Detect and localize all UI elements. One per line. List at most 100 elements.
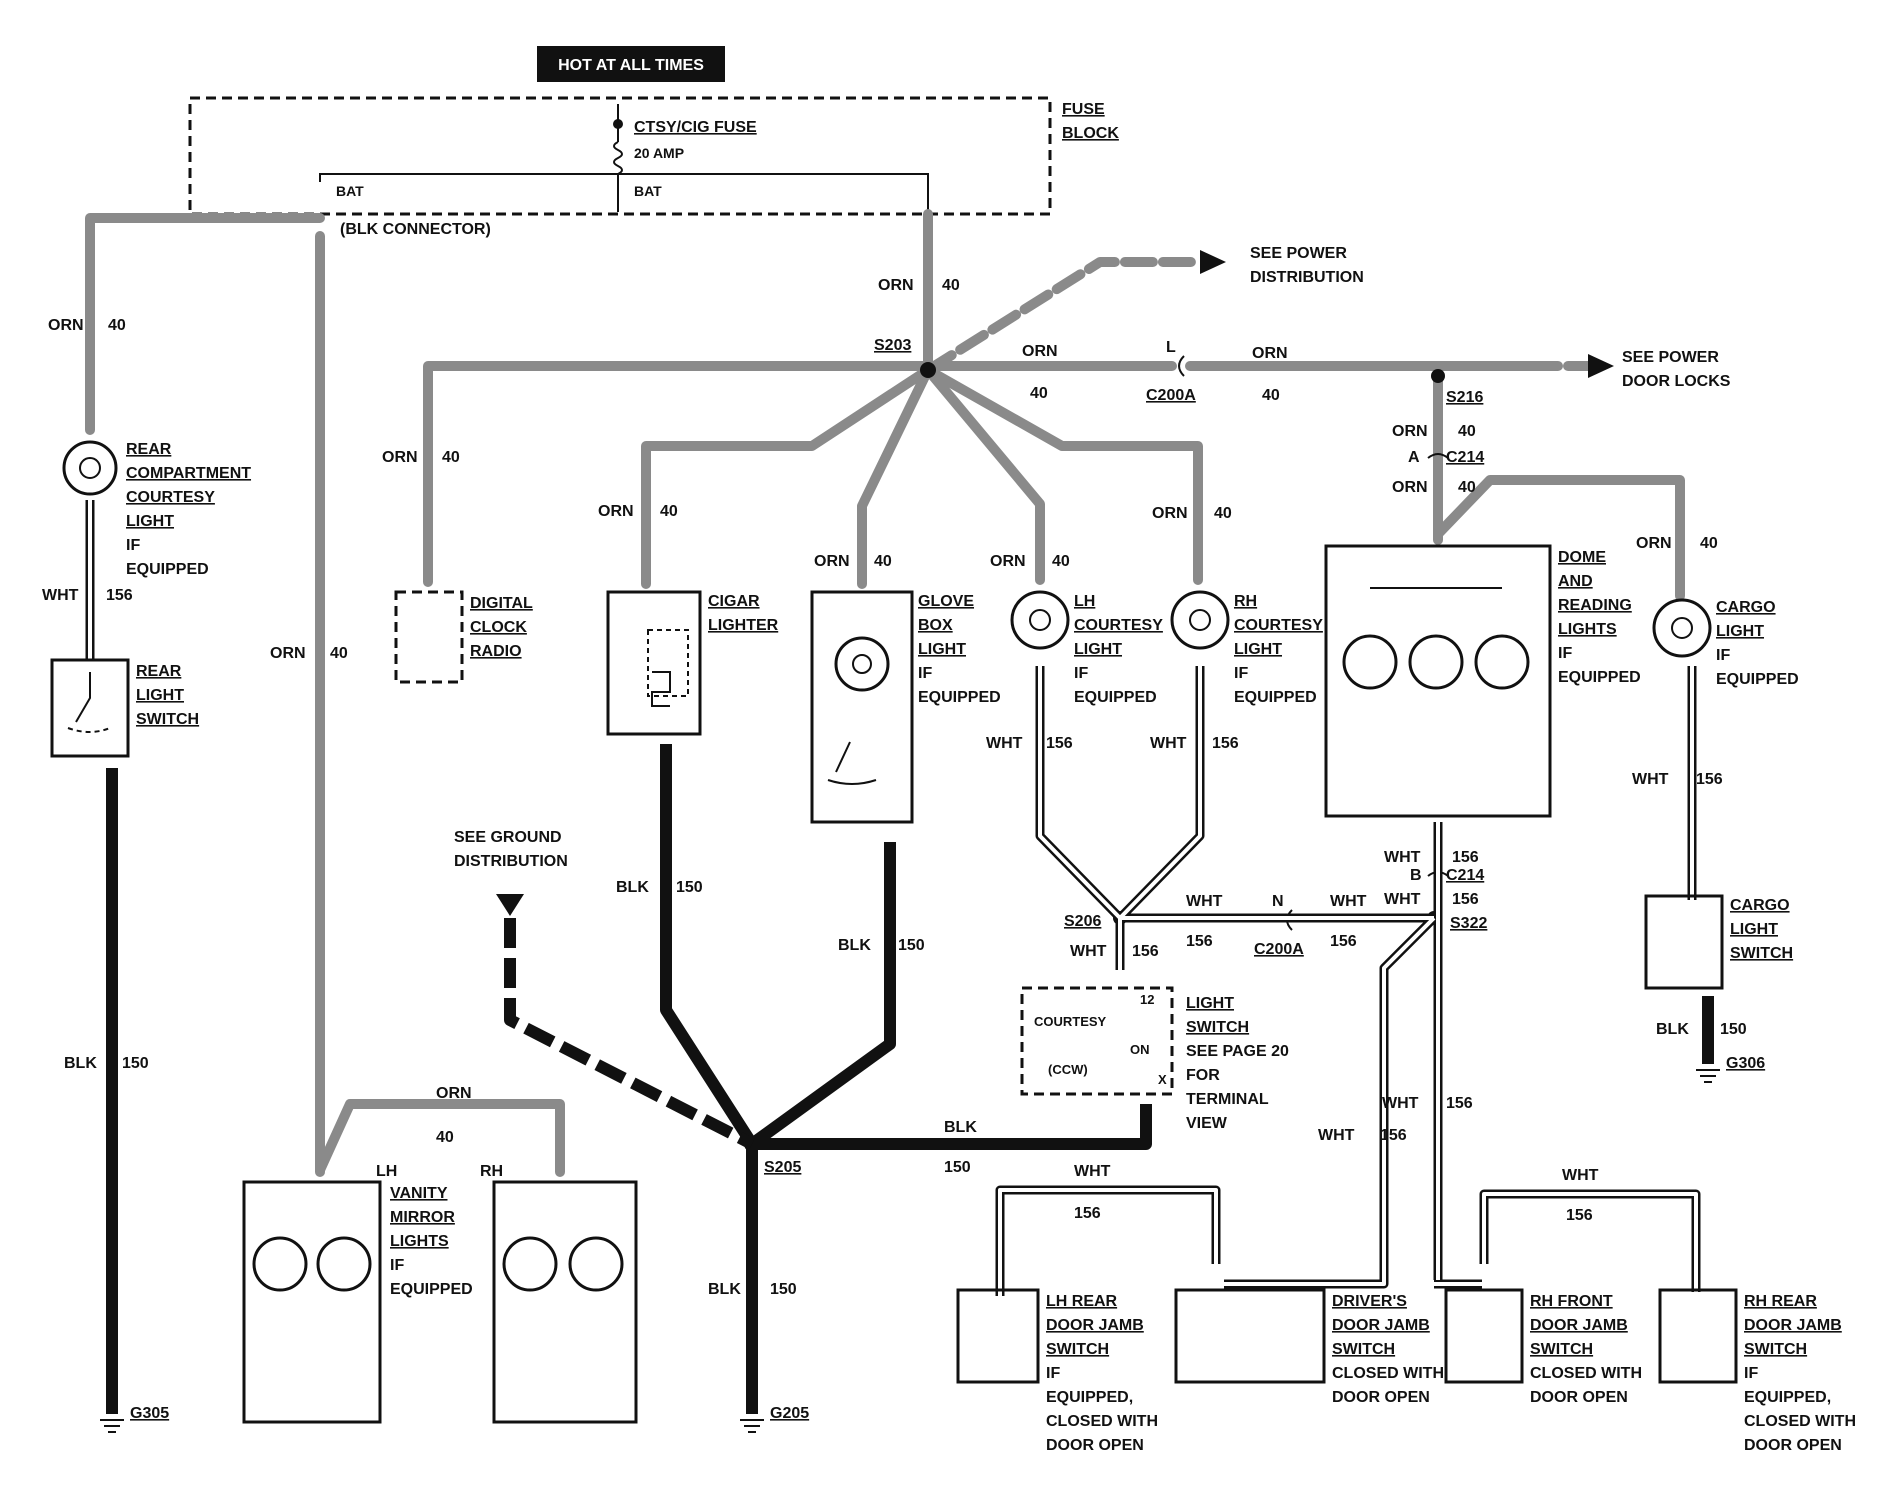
splice-s216 [1431, 369, 1445, 383]
splice-s203 [920, 362, 936, 378]
svg-text:SWITCH: SWITCH [1744, 1341, 1807, 1358]
s322-label: S322 [1450, 915, 1487, 932]
svg-text:BOX: BOX [918, 617, 953, 634]
svg-text:COURTESY: COURTESY [1234, 617, 1323, 634]
svg-text:40: 40 [1030, 385, 1048, 402]
svg-text:ORN: ORN [48, 317, 84, 334]
connector-l-label: L [1166, 339, 1176, 356]
glove-box-light: GLOVE BOX LIGHT IF EQUIPPED [810, 590, 1001, 824]
svg-text:WHT: WHT [1186, 893, 1223, 910]
rh-courtesy-light: RH COURTESY LIGHT IF EQUIPPED [1170, 590, 1323, 706]
svg-text:IF: IF [390, 1257, 404, 1274]
svg-text:VANITY: VANITY [390, 1185, 448, 1202]
svg-text:WHT: WHT [1562, 1167, 1599, 1184]
svg-text:DOOR JAMB: DOOR JAMB [1744, 1317, 1842, 1334]
svg-text:LIGHT: LIGHT [1234, 641, 1282, 658]
svg-text:156: 156 [1132, 943, 1159, 960]
svg-text:SWITCH: SWITCH [1046, 1341, 1109, 1358]
svg-text:LIGHT: LIGHT [1074, 641, 1122, 658]
svg-text:DOOR OPEN: DOOR OPEN [1332, 1389, 1430, 1406]
svg-text:G305: G305 [130, 1405, 169, 1422]
svg-text:ORN: ORN [1022, 343, 1058, 360]
c200a-connector-1 [1178, 355, 1185, 377]
svg-text:RADIO: RADIO [470, 643, 522, 660]
svg-text:156: 156 [1046, 735, 1073, 752]
svg-text:CLOSED WITH: CLOSED WITH [1046, 1413, 1158, 1430]
svg-text:LH: LH [1074, 593, 1095, 610]
rh-rear-door-jamb-switch: RH REAR DOOR JAMB SWITCH IF EQUIPPED, CL… [1658, 1288, 1856, 1454]
hot-label: HOT AT ALL TIMES [558, 57, 704, 74]
s205-label: S205 [764, 1159, 801, 1176]
svg-text:12: 12 [1140, 992, 1154, 1007]
rear-courtesy-labels: REAR COMPARTMENT COURTESY LIGHT IF EQUIP… [126, 441, 251, 578]
svg-text:ORN: ORN [878, 277, 914, 294]
svg-text:150: 150 [770, 1281, 797, 1298]
svg-text:EQUIPPED,: EQUIPPED, [1046, 1389, 1133, 1406]
svg-text:RH: RH [480, 1163, 503, 1180]
svg-text:WHT: WHT [1074, 1163, 1111, 1180]
svg-text:40: 40 [436, 1129, 454, 1146]
svg-text:156: 156 [1452, 849, 1479, 866]
svg-text:IF: IF [1074, 665, 1088, 682]
svg-text:VIEW: VIEW [1186, 1115, 1228, 1132]
svg-text:LIGHT: LIGHT [918, 641, 966, 658]
svg-text:BLK: BLK [838, 937, 871, 954]
svg-text:40: 40 [1052, 553, 1070, 570]
svg-text:AND: AND [1558, 573, 1593, 590]
svg-text:IF: IF [1234, 665, 1248, 682]
svg-text:150: 150 [122, 1055, 149, 1072]
svg-text:MIRROR: MIRROR [390, 1209, 455, 1226]
fuse-block-label-1: FUSE [1062, 101, 1105, 118]
drivers-door-jamb-switch: DRIVER'S DOOR JAMB SWITCH CLOSED WITH DO… [1174, 1288, 1444, 1406]
svg-text:EQUIPPED: EQUIPPED [1716, 671, 1799, 688]
svg-text:LIGHTS: LIGHTS [1558, 621, 1617, 638]
svg-text:BLK: BLK [944, 1119, 977, 1136]
ref-power-distribution-2: DISTRIBUTION [1250, 269, 1364, 286]
svg-text:DOOR JAMB: DOOR JAMB [1332, 1317, 1430, 1334]
svg-text:LIGHT: LIGHT [126, 513, 174, 530]
svg-text:40: 40 [1214, 505, 1232, 522]
rear-compartment-courtesy-light: REAR COMPARTMENT COURTESY LIGHT IF EQUIP… [62, 440, 251, 578]
svg-text:40: 40 [1262, 387, 1280, 404]
svg-text:G306: G306 [1726, 1055, 1765, 1072]
bat-left: BAT [336, 183, 364, 199]
svg-text:FOR: FOR [1186, 1067, 1220, 1084]
blk-ground-wires [106, 744, 1714, 1414]
svg-text:150: 150 [676, 879, 703, 896]
cargo-light: CARGO LIGHT IF EQUIPPED [1652, 598, 1799, 688]
svg-text:WHT: WHT [986, 735, 1023, 752]
svg-text:COMPARTMENT: COMPARTMENT [126, 465, 251, 482]
svg-text:156: 156 [1380, 1127, 1407, 1144]
svg-text:RH REAR: RH REAR [1744, 1293, 1817, 1310]
fuse-block: FUSE BLOCK CTSY/CIG FUSE 20 AMP BAT BAT [188, 96, 1119, 216]
svg-text:ORN: ORN [598, 503, 634, 520]
svg-text:40: 40 [442, 449, 460, 466]
ground-distribution-arrow [496, 894, 524, 916]
svg-text:156: 156 [1186, 933, 1213, 950]
c214-connector-a [1427, 453, 1449, 459]
svg-text:LIGHT: LIGHT [1186, 995, 1234, 1012]
fuse-name: CTSY/CIG FUSE [634, 119, 757, 136]
svg-text:EQUIPPED: EQUIPPED [918, 689, 1001, 706]
svg-text:SWITCH: SWITCH [136, 711, 199, 728]
svg-text:150: 150 [1720, 1021, 1747, 1038]
svg-text:LIGHTS: LIGHTS [390, 1233, 449, 1250]
svg-text:WHT: WHT [1632, 771, 1669, 788]
svg-text:ON: ON [1130, 1042, 1150, 1057]
svg-text:40: 40 [1458, 479, 1476, 496]
svg-text:IF: IF [1744, 1365, 1758, 1382]
svg-text:IF: IF [126, 537, 140, 554]
svg-text:ORN: ORN [382, 449, 418, 466]
svg-text:COURTESY: COURTESY [1034, 1014, 1107, 1029]
connector-n-label: N [1272, 893, 1284, 910]
svg-text:IF: IF [1558, 645, 1572, 662]
ref-power-distribution-1: SEE POWER [1250, 245, 1347, 262]
svg-text:SWITCH: SWITCH [1332, 1341, 1395, 1358]
svg-text:DOOR OPEN: DOOR OPEN [1744, 1437, 1842, 1454]
svg-text:RH: RH [1234, 593, 1257, 610]
svg-text:40: 40 [108, 317, 126, 334]
svg-text:EQUIPPED: EQUIPPED [126, 561, 209, 578]
bat-right: BAT [634, 183, 662, 199]
